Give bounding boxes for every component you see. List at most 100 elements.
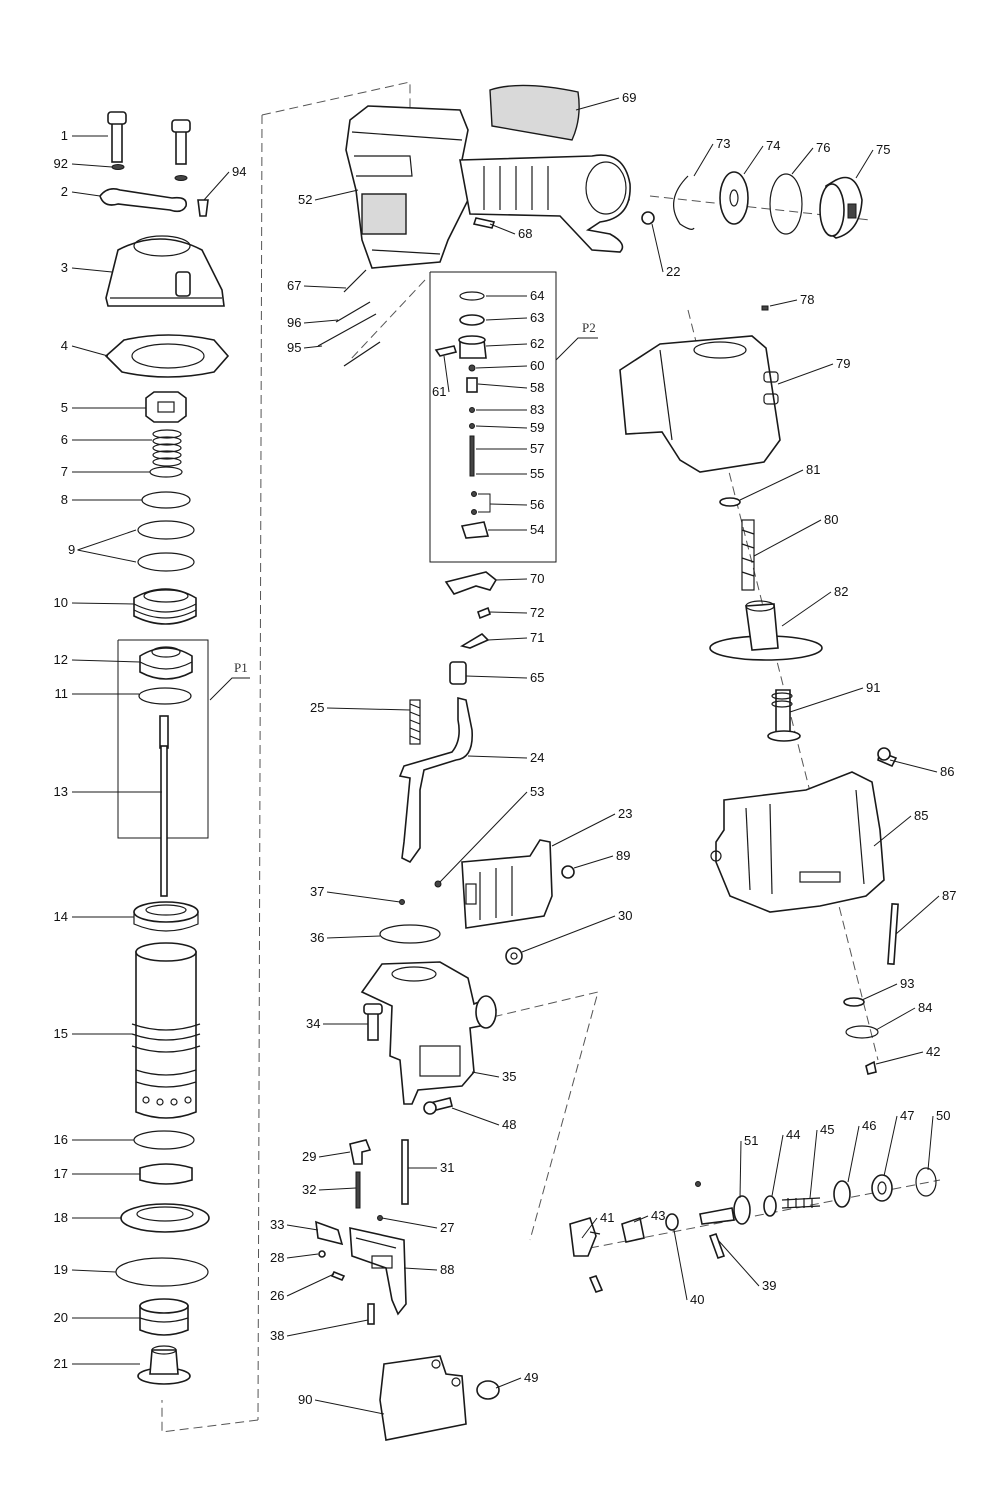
leader-24 (467, 755, 528, 759)
part-label-20: 20 (54, 1310, 68, 1325)
leader-84 (875, 1007, 916, 1031)
part-label-48: 48 (502, 1117, 516, 1132)
part-label-19: 19 (54, 1262, 68, 1277)
leader-61 (443, 355, 450, 393)
leader-71 (487, 637, 528, 641)
part-label-14: 14 (54, 909, 68, 924)
part-label-61: 61 (432, 384, 446, 399)
part-label-11: 11 (55, 686, 69, 701)
leader-88 (403, 1267, 438, 1271)
leader-72 (489, 611, 528, 614)
part-label-83: 83 (530, 402, 544, 417)
part-label-12: 12 (54, 652, 68, 667)
part-label-91: 91 (866, 680, 880, 695)
part-label-53: 53 (530, 784, 544, 799)
part-label-18: 18 (54, 1210, 68, 1225)
leader-90 (314, 1399, 385, 1415)
leader-48 (451, 1107, 500, 1126)
leader-49 (495, 1377, 522, 1389)
leader-89 (573, 855, 614, 869)
leader-22 (651, 223, 664, 273)
part-label-63: 63 (530, 310, 544, 325)
leader-lines (71, 97, 940, 1415)
leader-30 (521, 915, 616, 953)
leader-81 (739, 469, 804, 501)
part-label-84: 84 (918, 1000, 932, 1015)
part-label-15: 15 (54, 1026, 68, 1041)
leader-68 (489, 223, 516, 235)
part-label-42: 42 (926, 1044, 940, 1059)
group-box-p2 (429, 271, 598, 563)
part-label-32: 32 (302, 1182, 316, 1197)
part-label-41: 41 (600, 1210, 614, 1225)
leader-95 (303, 345, 323, 349)
part-label-49: 49 (524, 1370, 538, 1385)
leader-85 (873, 815, 912, 847)
leader-69 (575, 97, 620, 111)
leader-29 (318, 1151, 351, 1158)
leader-56 (489, 503, 528, 506)
leader-28 (286, 1253, 319, 1259)
leader-67 (303, 285, 347, 289)
part-label-9: 9 (68, 542, 75, 557)
leader-33 (286, 1224, 319, 1231)
part-label-21: 21 (54, 1356, 68, 1371)
leader-10 (71, 602, 135, 605)
leader-53 (439, 791, 528, 883)
left-column-parts (99, 111, 230, 1385)
part-label-13: 13 (54, 784, 68, 799)
part-label-57: 57 (530, 441, 544, 456)
leader-73 (693, 143, 714, 177)
part-label-38: 38 (270, 1328, 284, 1343)
part-label-87: 87 (942, 888, 956, 903)
part-label-6: 6 (61, 432, 68, 447)
leader-43 (633, 1215, 649, 1223)
part-label-10: 10 (54, 595, 68, 610)
part-label-36: 36 (310, 930, 324, 945)
part-label-46: 46 (862, 1118, 876, 1133)
leader-82 (781, 591, 832, 627)
leader-51 (739, 1140, 742, 1199)
part-label-75: 75 (876, 142, 890, 157)
shaft-assembly-parts (569, 1167, 937, 1293)
magazine-parts (619, 305, 899, 1075)
part-label-94: 94 (232, 164, 246, 179)
part-label-23: 23 (618, 806, 632, 821)
part-label-81: 81 (806, 462, 820, 477)
top-body-parts (317, 84, 655, 367)
part-label-74: 74 (766, 138, 780, 153)
part-label-51: 51 (744, 1133, 758, 1148)
part-label-79: 79 (836, 356, 850, 371)
part-label-45: 45 (820, 1122, 834, 1137)
leader-27 (381, 1217, 438, 1229)
leader-60 (475, 365, 528, 369)
leader-70 (495, 578, 528, 581)
part-label-31: 31 (440, 1160, 454, 1175)
leader-62 (485, 343, 528, 347)
leader-45 (809, 1129, 818, 1199)
part-label-52: 52 (298, 192, 312, 207)
part-label-78: 78 (800, 292, 814, 307)
part-label-43: 43 (651, 1208, 665, 1223)
part-label-95: 95 (287, 340, 301, 355)
part-label-17: 17 (54, 1166, 68, 1181)
leader-96 (303, 319, 339, 324)
leader-59 (475, 425, 528, 429)
leader-93 (861, 983, 898, 1001)
leader-94 (203, 171, 230, 201)
part-label-7: 7 (61, 464, 68, 479)
part-label-29: 29 (302, 1149, 316, 1164)
group-box-p1 (117, 639, 250, 839)
part-label-60: 60 (530, 358, 544, 373)
part-label-3: 3 (61, 260, 68, 275)
part-label-88: 88 (440, 1262, 454, 1277)
leader-63 (485, 317, 528, 321)
part-label-34: 34 (306, 1016, 320, 1031)
part-label-86: 86 (940, 764, 954, 779)
leader-52 (314, 189, 359, 201)
part-label-59: 59 (530, 420, 544, 435)
part-label-40: 40 (690, 1292, 704, 1307)
part-label-37: 37 (310, 884, 324, 899)
